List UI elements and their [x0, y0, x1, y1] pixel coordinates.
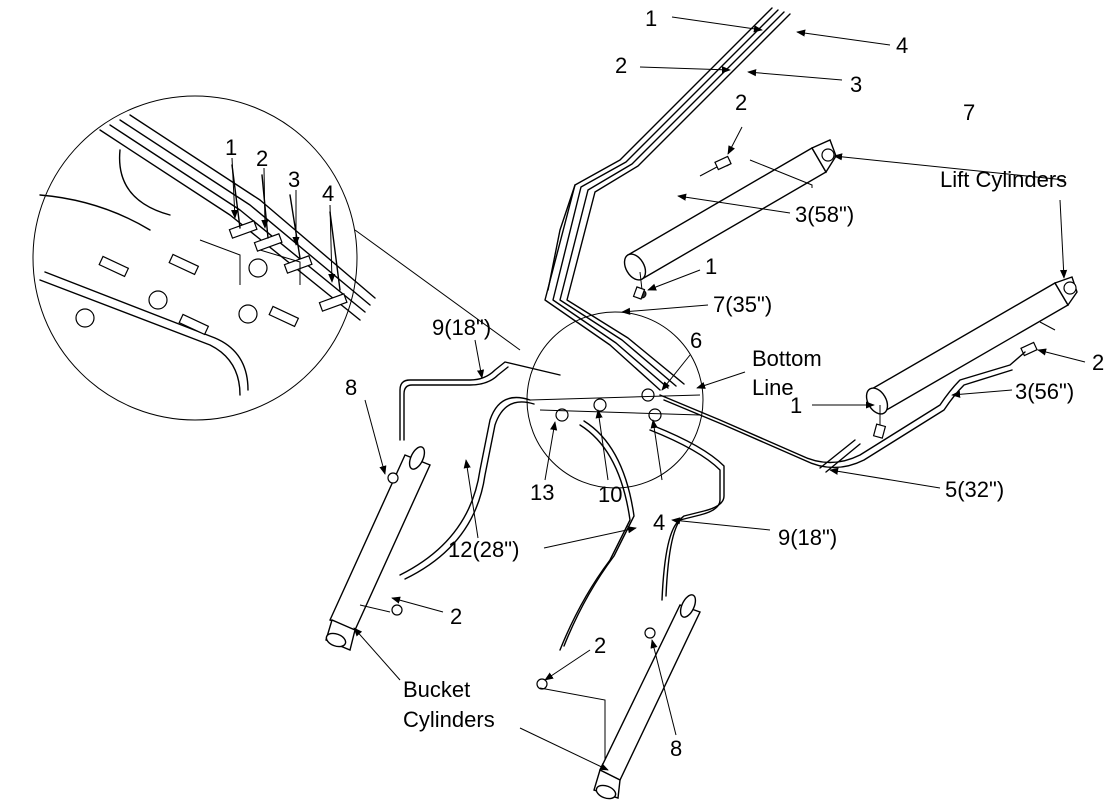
hoses-left: [399, 361, 725, 651]
label-bucket-cylinders-2: Cylinders: [403, 707, 495, 732]
label-bucket-fitting-2-mid: 2: [594, 633, 606, 658]
bucket-cylinder-bottom: [536, 594, 701, 800]
label-item-13: 13: [530, 480, 554, 505]
lift-cylinder-lower: [865, 276, 1078, 439]
label-item-10: 10: [598, 482, 622, 507]
label-detail-2: 2: [256, 146, 268, 171]
label-item-6: 6: [690, 328, 702, 353]
label-hose-5-32: 5(32"): [945, 477, 1004, 502]
label-detail-4: 4: [322, 181, 334, 206]
label-hose-9-18-left: 9(18"): [432, 315, 491, 340]
label-hose-9-18-right: 9(18"): [778, 525, 837, 550]
steel-tube-bundle: [544, 7, 791, 391]
label-bottom-line-2: Line: [752, 375, 794, 400]
label-hose-3-56: 3(56"): [1015, 379, 1074, 404]
label-top-4: 4: [896, 33, 908, 58]
label-right-fitting-2: 2: [1092, 350, 1104, 375]
label-top-3: 3: [850, 72, 862, 97]
label-lift-fitting-2: 2: [735, 90, 747, 115]
label-hose-7-35: 7(35"): [713, 292, 772, 317]
hoses-right: [659, 351, 1026, 473]
lift-cylinder-upper: [623, 139, 837, 300]
label-fitting-1-upper: 1: [705, 254, 717, 279]
label-bucket-cylinders-1: Bucket: [403, 677, 470, 702]
label-hose-12-28: 12(28"): [448, 537, 519, 562]
label-hose-3-58: 3(58"): [795, 202, 854, 227]
label-fitting-1-lower: 1: [790, 393, 802, 418]
label-item-8-left: 8: [345, 375, 357, 400]
label-item-8-bottom: 8: [670, 736, 682, 761]
detail-fittings: [75, 164, 348, 336]
detail-circle-large: [32, 95, 521, 421]
label-detail-1: 1: [225, 135, 237, 160]
callout-labels: 1 4 2 3 7 2 Lift Cylinders 3(58") 1 7(35…: [225, 6, 1104, 761]
label-item-4-tee: 4: [653, 510, 665, 535]
label-bucket-fitting-2-left: 2: [450, 604, 462, 629]
bucket-cylinder-left: [325, 446, 431, 651]
label-lift-cylinders: Lift Cylinders: [940, 167, 1067, 192]
leader-arrows: [230, 16, 1086, 771]
label-top-1: 1: [645, 6, 657, 31]
detail-circle-small: [526, 311, 704, 489]
label-item-7-right: 7: [963, 100, 975, 125]
label-top-2: 2: [615, 53, 627, 78]
label-bottom-line-1: Bottom: [752, 346, 822, 371]
label-detail-3: 3: [288, 167, 300, 192]
